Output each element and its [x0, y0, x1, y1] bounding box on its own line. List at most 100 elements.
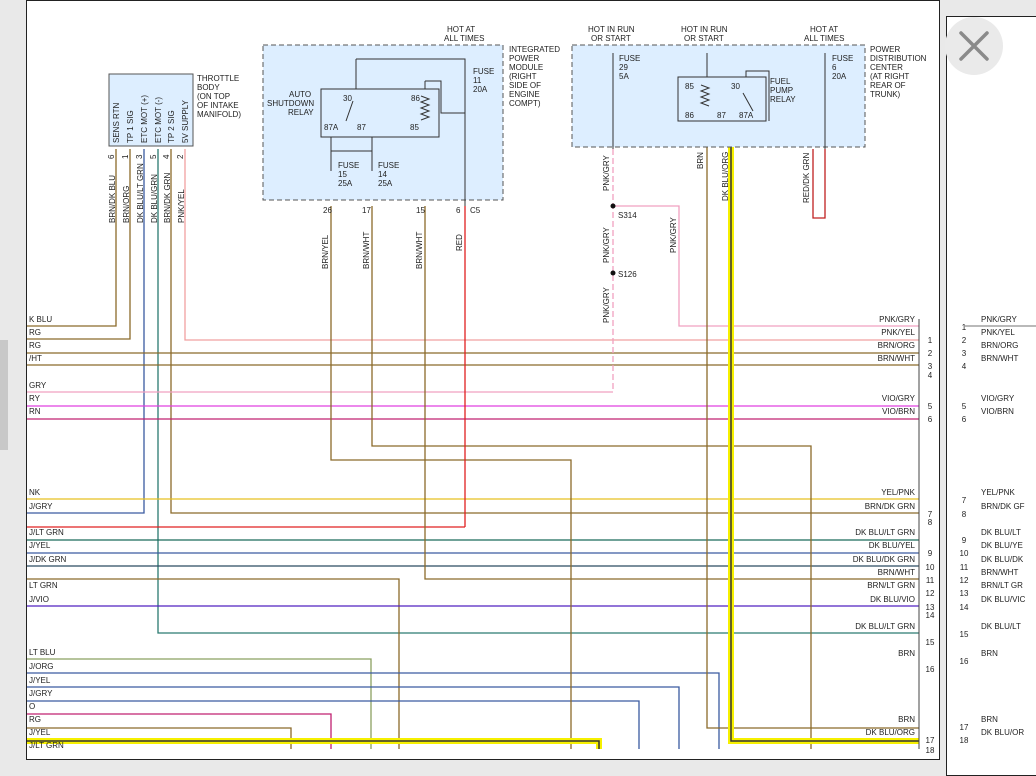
svg-text:PNK/GRY: PNK/GRY [602, 226, 611, 263]
connector-wire-label: VIO/GRY [882, 394, 916, 403]
svg-text:FUEL: FUEL [770, 77, 791, 86]
close-button[interactable] [945, 17, 1003, 75]
svg-text:RELAY: RELAY [288, 108, 314, 117]
left-wire-label: J/VIO [29, 595, 49, 604]
next-page-wire-label: BRN [981, 649, 998, 658]
svg-text:SHUTDOWN: SHUTDOWN [267, 99, 314, 108]
left-wire-label: /HT [29, 354, 42, 363]
connector-c1: PNK/GRYPNK/YEL1BRN/ORG2BRN/WHT34VIO/GRY5… [853, 315, 935, 755]
left-wire-label: J/LT GRN [29, 528, 64, 537]
svg-text:FUSE: FUSE [378, 161, 399, 170]
throttle-body-wire-label: DK BLU/LT GRN [136, 163, 145, 223]
left-wire-label: RG [29, 341, 41, 350]
next-page-wire-label: BRN [981, 715, 998, 724]
throttle-body-wire-label: PNK/YEL [177, 189, 186, 223]
next-page-pin-number: 9 [962, 536, 967, 545]
next-page-pin-number: 10 [960, 549, 969, 558]
connector-wire-label: BRN/WHT [878, 568, 915, 577]
connector-wire-label: BRN/ORG [878, 341, 915, 350]
next-page-pin-number: 12 [960, 576, 969, 585]
svg-text:87A: 87A [324, 123, 339, 132]
connector-wire-label: BRN [898, 715, 915, 724]
svg-text:86: 86 [411, 94, 420, 103]
svg-text:INTEGRATED: INTEGRATED [509, 45, 560, 54]
svg-text:FUSE: FUSE [338, 161, 359, 170]
next-page-pin-number: 2 [962, 336, 967, 345]
svg-text:11: 11 [473, 76, 482, 85]
left-wire-label: GRY [29, 381, 47, 390]
left-wire-label: O [29, 702, 35, 711]
svg-text:HOT IN RUN: HOT IN RUN [681, 25, 728, 34]
svg-text:RELAY: RELAY [770, 95, 796, 104]
svg-text:DISTRIBUTION: DISTRIBUTION [870, 54, 927, 63]
left-wire-label: LT GRN [29, 581, 58, 590]
svg-text:29: 29 [619, 63, 628, 72]
throttle-body-pin-number: 4 [162, 154, 171, 159]
connector-pin-number: 15 [926, 638, 935, 647]
svg-text:BRN: BRN [696, 152, 705, 169]
left-wire-label: RY [29, 394, 41, 403]
svg-text:RED: RED [455, 234, 464, 251]
svg-text:SIDE OF: SIDE OF [509, 81, 541, 90]
svg-text:ENGINE: ENGINE [509, 90, 540, 99]
svg-text:87: 87 [357, 123, 366, 132]
scroll-grip[interactable] [0, 340, 8, 450]
throttle-body-wire-label: BRN/DK BLU [108, 175, 117, 223]
throttle-body-pin-number: 5 [149, 154, 158, 159]
left-wire-label: J/YEL [29, 728, 51, 737]
next-page-pin-number: 5 [962, 402, 967, 411]
svg-text:HOT AT: HOT AT [810, 25, 838, 34]
svg-text:AUTO: AUTO [289, 90, 311, 99]
svg-text:HOT AT: HOT AT [447, 25, 475, 34]
connector-wire-label: BRN/WHT [878, 354, 915, 363]
svg-text:20A: 20A [832, 72, 847, 81]
connector-wire-label: PNK/GRY [879, 315, 916, 324]
connector-pin-number: 14 [926, 611, 935, 620]
svg-text:85: 85 [685, 82, 694, 91]
svg-text:RED/DK GRN: RED/DK GRN [802, 153, 811, 203]
svg-text:ALL TIMES: ALL TIMES [444, 34, 484, 43]
svg-text:S314: S314 [618, 211, 637, 220]
connector-pin-number: 9 [928, 549, 933, 558]
svg-text:15: 15 [338, 170, 347, 179]
next-page-wire-label: PNK/YEL [981, 328, 1015, 337]
connector-wire-label: DK BLU/ORG [866, 728, 915, 737]
left-wire-label: J/LT GRN [29, 741, 64, 750]
svg-text:COMPT): COMPT) [509, 99, 541, 108]
connector-pin-number: 3 [928, 362, 933, 371]
svg-text:30: 30 [343, 94, 352, 103]
next-page-pin-number: 14 [960, 603, 969, 612]
throttle-body-pin-name: 5V SUPPLY [181, 99, 190, 143]
next-page-wire-label: DK BLU/DK [981, 555, 1024, 564]
svg-text:POWER: POWER [509, 54, 539, 63]
svg-text:HOT IN RUN: HOT IN RUN [588, 25, 635, 34]
connector-wire-label: BRN/LT GRN [867, 581, 915, 590]
svg-text:OR START: OR START [591, 34, 631, 43]
next-page-wire-label: BRN/WHT [981, 354, 1018, 363]
next-page-wire-label: DK BLU/YE [981, 541, 1023, 550]
next-page-pin-number: 16 [960, 657, 969, 666]
svg-text:(ON TOP: (ON TOP [197, 92, 230, 101]
svg-text:ALL TIMES: ALL TIMES [804, 34, 844, 43]
svg-text:FUSE: FUSE [473, 67, 494, 76]
connector-pin-number: 2 [928, 349, 933, 358]
svg-text:14: 14 [378, 170, 387, 179]
connector-pin-number: 13 [926, 603, 935, 612]
svg-text:FUSE: FUSE [832, 54, 853, 63]
svg-text:OR START: OR START [684, 34, 724, 43]
integrated-power-module: HOT AT ALL TIMES INTEGRATED POWER MODULE… [262, 25, 560, 269]
svg-text:CENTER: CENTER [870, 63, 903, 72]
connector-wire-label: BRN [898, 649, 915, 658]
power-distribution-center: HOT IN RUN OR START HOT IN RUN OR START … [571, 25, 927, 203]
connector-wire-label: YEL/PNK [881, 488, 915, 497]
next-page-pin-number: 11 [960, 563, 969, 572]
svg-text:PUMP: PUMP [770, 86, 793, 95]
left-wire-label: J/YEL [29, 541, 51, 550]
left-wire-label: J/YEL [29, 676, 51, 685]
left-wire-label: RG [29, 328, 41, 337]
next-page-wire-label: DK BLU/VIC [981, 595, 1026, 604]
connector-pin-number: 1 [928, 336, 933, 345]
